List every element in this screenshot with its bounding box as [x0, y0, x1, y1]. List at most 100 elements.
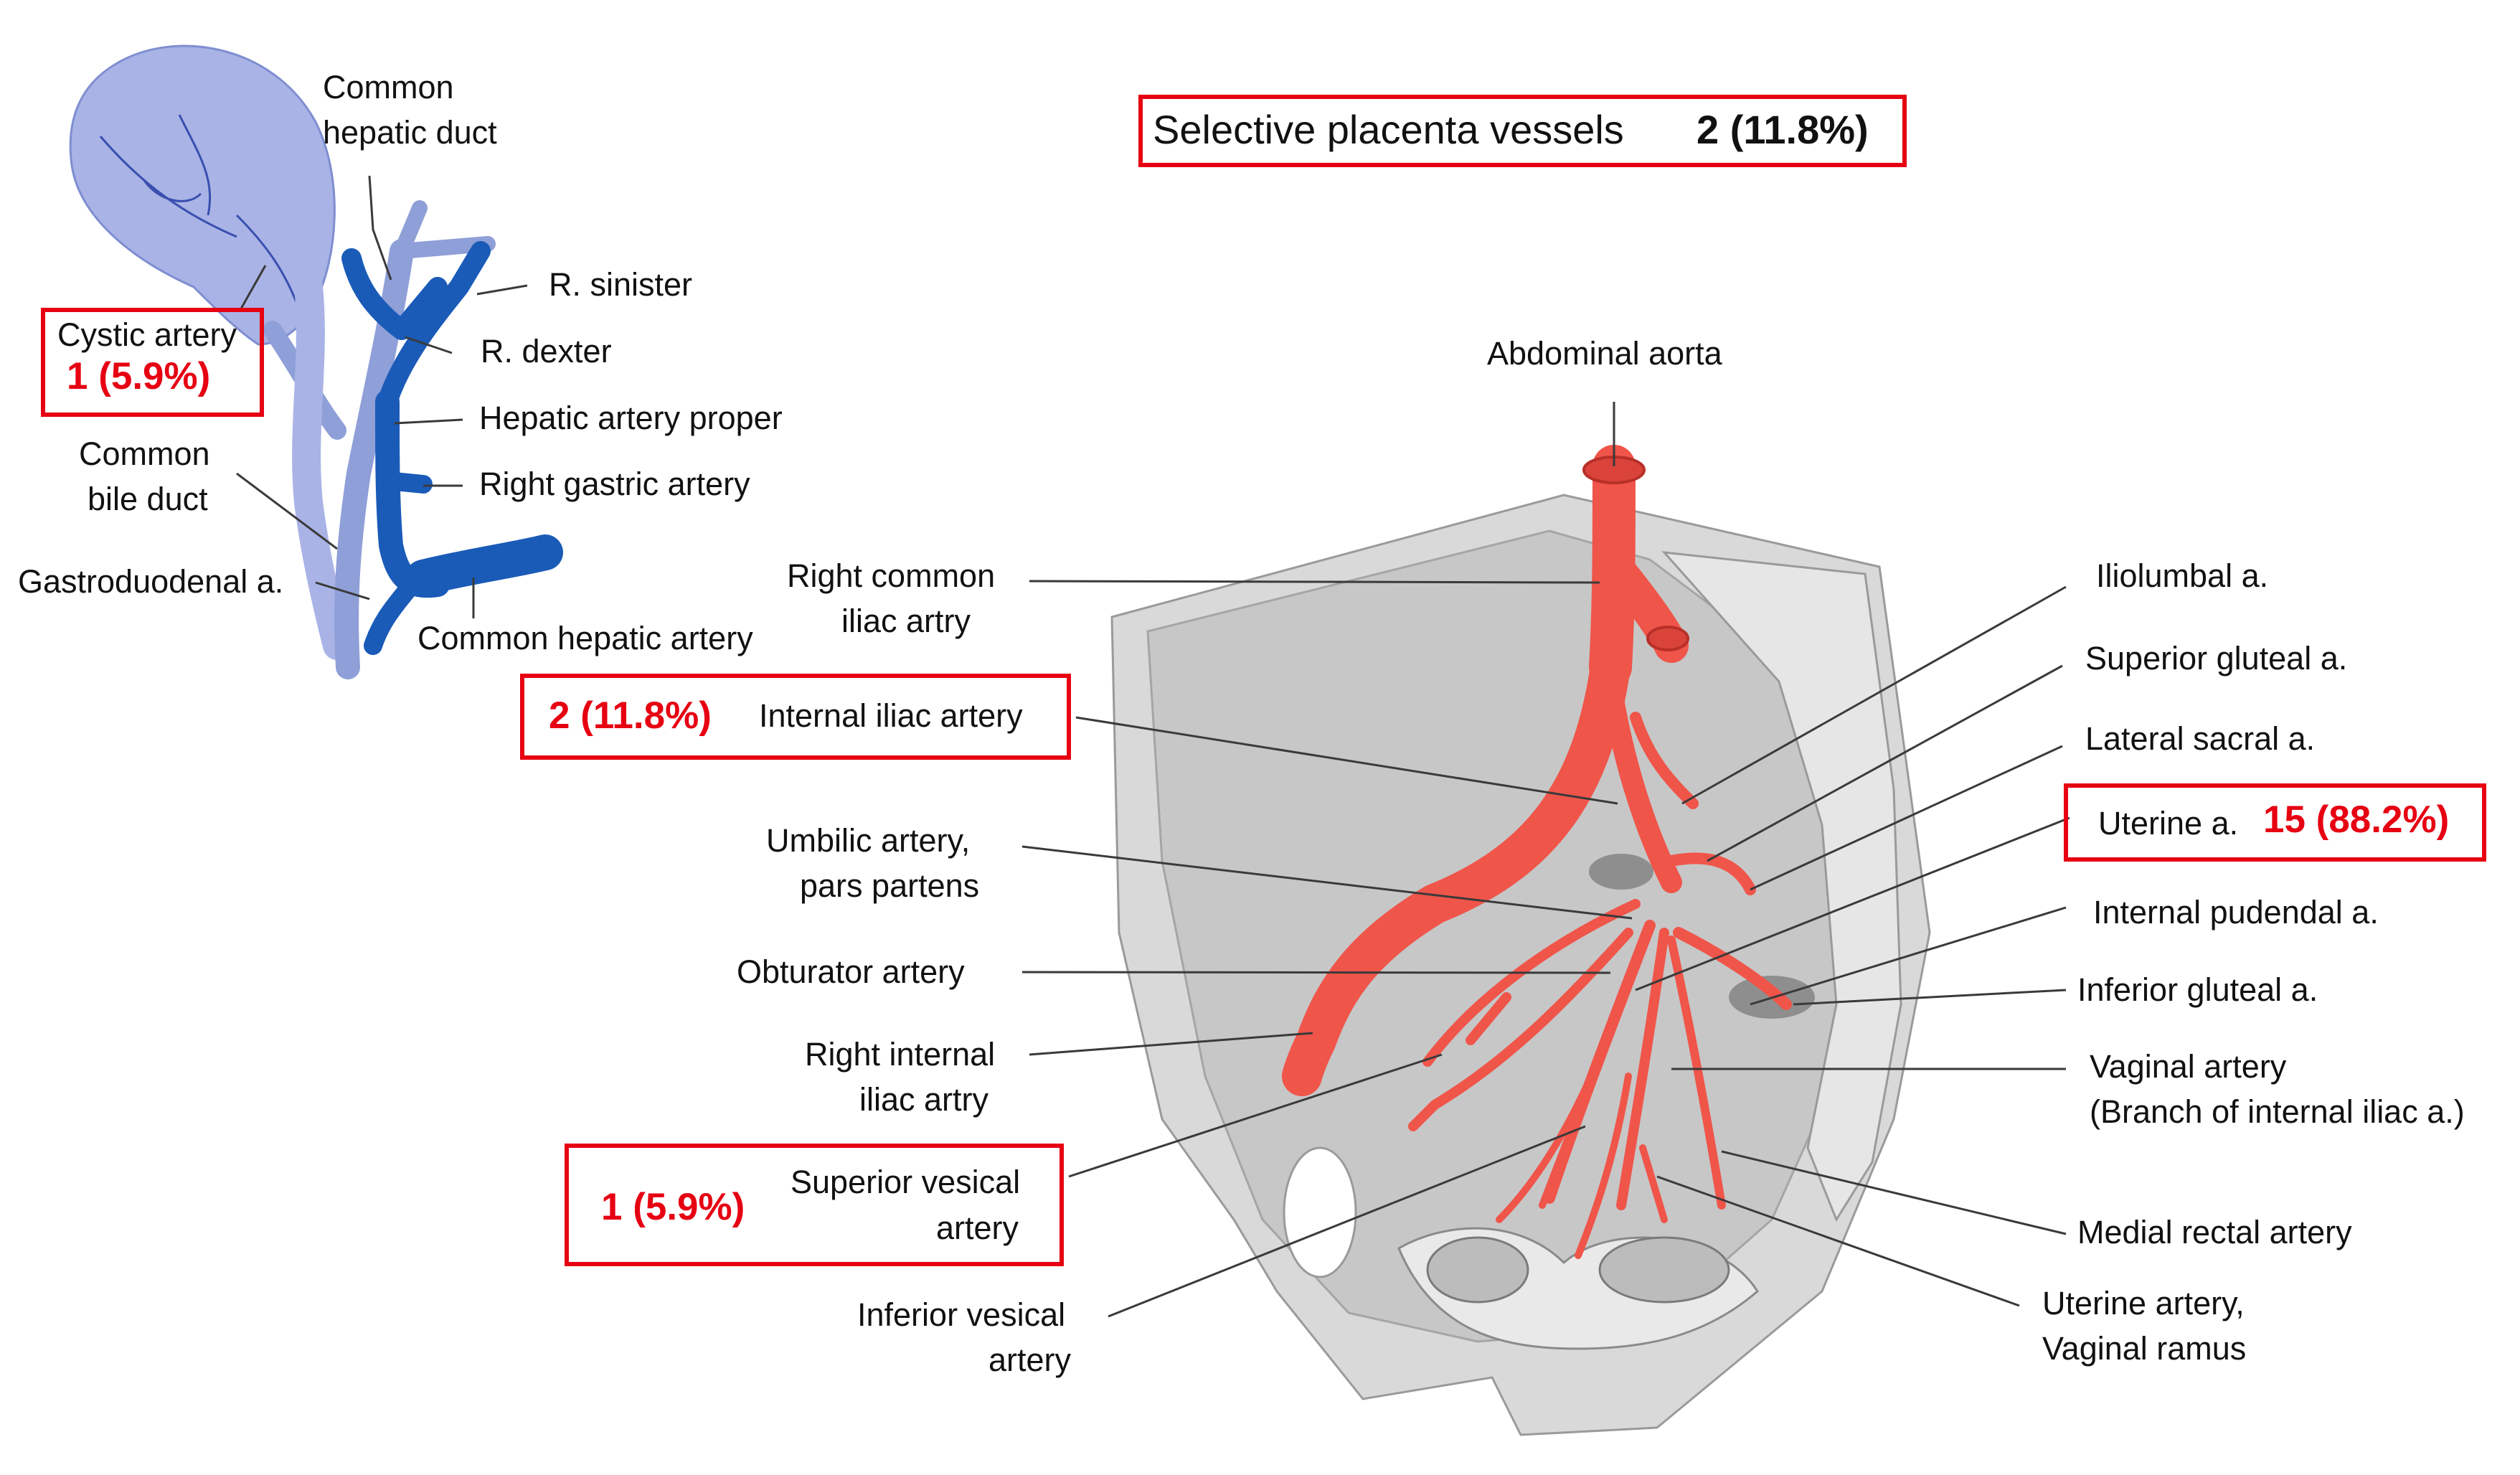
leader-inferior-gluteal	[1793, 989, 2067, 1006]
label-uterine-vaginal-ramus-line1: Uterine artery,	[2042, 1285, 2245, 1321]
internal-iliac-box-frame	[520, 674, 1071, 760]
label-common-hepatic-duct-line1: Common	[323, 69, 454, 105]
uterine-stat: 15 (88.2%)	[2263, 798, 2449, 841]
label-umbilic-line2: pars partens	[800, 867, 979, 904]
cystic-box-frame	[41, 308, 264, 417]
superior-vesical-label-line1: Superior vesical	[791, 1164, 1020, 1200]
superior-vesical-stat: 1 (5.9%)	[601, 1186, 745, 1228]
superior-vesical-box-frame	[565, 1144, 1064, 1266]
internal-iliac-stat: 2 (11.8%)	[549, 694, 712, 737]
label-right-common-iliac-line2: iliac artry	[841, 603, 971, 639]
label-lateral-sacral: Lateral sacral a.	[2085, 720, 2315, 757]
leader-internal-pudendal	[1750, 906, 2067, 1006]
label-obturator: Obturator artery	[737, 953, 965, 990]
superior-vesical-label-line2: artery	[936, 1210, 1019, 1246]
cystic-artery-box: Cystic artery 1 (5.9%)	[41, 308, 264, 417]
common-hepatic-artery	[405, 534, 563, 595]
label-vaginal-artery-line2: (Branch of internal iliac a.)	[2090, 1093, 2465, 1130]
left-iliac-opening	[1646, 626, 1689, 651]
leader-lateral-sacral	[1750, 745, 2063, 891]
label-common-hepatic-artery: Common hepatic artery	[417, 620, 753, 656]
pelvic-leaders	[1021, 402, 2070, 1318]
inferior-vesical-branch	[1496, 1015, 1618, 1223]
title-box: Selective placenta vessels 2 (11.8%)	[1138, 95, 1907, 167]
cystic-artery-stat: 1 (5.9%)	[67, 355, 210, 397]
vaginal-branch	[1616, 928, 1669, 1210]
leader-obturator	[1021, 971, 1611, 974]
leader-uterine-vaginal-ramus	[1656, 1175, 2020, 1307]
obturator-branch	[1408, 928, 1633, 1131]
rectum-opening	[1426, 1236, 1529, 1304]
leader-medial-rectal	[1721, 1150, 2067, 1235]
leader-hepatic-artery-proper	[394, 418, 463, 425]
label-common-bile-duct-line2: bile duct	[88, 481, 208, 517]
obturator-foramen	[1283, 1146, 1357, 1278]
label-common-bile-duct-line1: Common	[79, 435, 210, 472]
leader-internal-iliac	[1075, 716, 1618, 805]
umbilical-branch	[1422, 899, 1641, 1067]
label-umbilic-line1: Umbilic artery,	[766, 822, 970, 859]
internal-iliac-box: 2 (11.8%) Internal iliac artery	[520, 674, 1071, 760]
cystic-artery-label: Cystic artery	[57, 316, 237, 353]
label-common-hepatic-duct-line2: hepatic duct	[323, 114, 497, 151]
uterine-box-frame	[2064, 783, 2486, 862]
label-uterine-vaginal-ramus-line2: Vaginal ramus	[2042, 1330, 2246, 1367]
superior-vesical-box: 1 (5.9%) Superior vesical artery	[565, 1144, 1064, 1266]
label-inferior-vesical-line1: Inferior vesical	[857, 1296, 1065, 1333]
label-hepatic-artery-proper: Hepatic artery proper	[479, 400, 783, 436]
vagina-opening	[1598, 1236, 1730, 1304]
label-right-internal-iliac-line2: iliac artry	[859, 1081, 989, 1118]
label-vaginal-artery-line1: Vaginal artery	[2090, 1048, 2287, 1085]
label-inferior-gluteal: Inferior gluteal a.	[2077, 971, 2318, 1008]
leader-cystic-artery	[239, 265, 267, 311]
leader-iliolumbal	[1681, 585, 2067, 805]
pelvis-illustration	[1110, 494, 1931, 1436]
title-stat: 2 (11.8%)	[1696, 107, 1869, 152]
leader-umbilic	[1021, 845, 1633, 920]
uterine-vaginal-ramus	[1575, 1073, 1668, 1259]
hepatic-leaders	[236, 175, 528, 618]
label-superior-gluteal: Superior gluteal a.	[2085, 640, 2347, 677]
iliolumbal-branch	[1630, 712, 1699, 809]
label-r-sinister: R. sinister	[549, 266, 692, 303]
superior-gluteal-branch	[1666, 852, 1756, 895]
label-inferior-vesical-line2: artery	[988, 1342, 1072, 1378]
title-box-frame	[1138, 95, 1907, 167]
right-common-iliac-vessel	[1282, 647, 1631, 1096]
gallbladder-vessel	[99, 114, 303, 316]
leader-common-bile-duct	[236, 472, 338, 550]
uterine-artery-box: Uterine a. 15 (88.2%)	[2064, 783, 2486, 862]
label-abdominal-aorta: Abdominal aorta	[1487, 335, 1723, 372]
leader-inferior-vesical	[1108, 1125, 1586, 1318]
label-gastroduodenal: Gastroduodenal a.	[18, 563, 283, 600]
pelvis-cavity	[1146, 529, 1867, 1343]
label-iliolumbal: Iliolumbal a.	[2096, 557, 2268, 594]
gallbladder-neck	[292, 273, 351, 660]
leader-uterine	[1635, 816, 2070, 991]
internal-iliac-vessel	[1600, 671, 1682, 893]
uterine-label: Uterine a.	[2098, 805, 2238, 842]
label-r-dexter: R. dexter	[481, 333, 612, 369]
rectal-branch	[1667, 936, 1726, 1210]
right-gastric-branch	[378, 471, 433, 494]
leader-gastroduodenal	[315, 581, 370, 600]
leader-common-hepatic-duct	[368, 175, 392, 281]
label-right-gastric-artery: Right gastric artery	[479, 466, 750, 502]
label-medial-rectal: Medial rectal artery	[2077, 1214, 2352, 1250]
sacrum	[1661, 551, 1902, 1222]
leader-right-common-iliac	[1029, 580, 1600, 584]
leader-right-internal-iliac	[1029, 1032, 1313, 1056]
label-right-internal-iliac-line1: Right internal	[805, 1036, 995, 1073]
leader-r-sinister	[476, 284, 528, 296]
internal-iliac-label: Internal iliac artery	[759, 697, 1023, 734]
label-internal-pudendal: Internal pudendal a.	[2093, 894, 2379, 930]
leader-superior-vesical	[1068, 1053, 1443, 1178]
leader-superior-gluteal	[1707, 664, 2063, 862]
sciatic-foramen-upper	[1589, 854, 1653, 890]
title-label: Selective placenta vessels	[1153, 107, 1624, 152]
leader-r-dexter	[405, 336, 453, 354]
iliac-arterial-tree	[1282, 445, 1792, 1259]
label-right-common-iliac-line1: Right common	[787, 557, 995, 594]
